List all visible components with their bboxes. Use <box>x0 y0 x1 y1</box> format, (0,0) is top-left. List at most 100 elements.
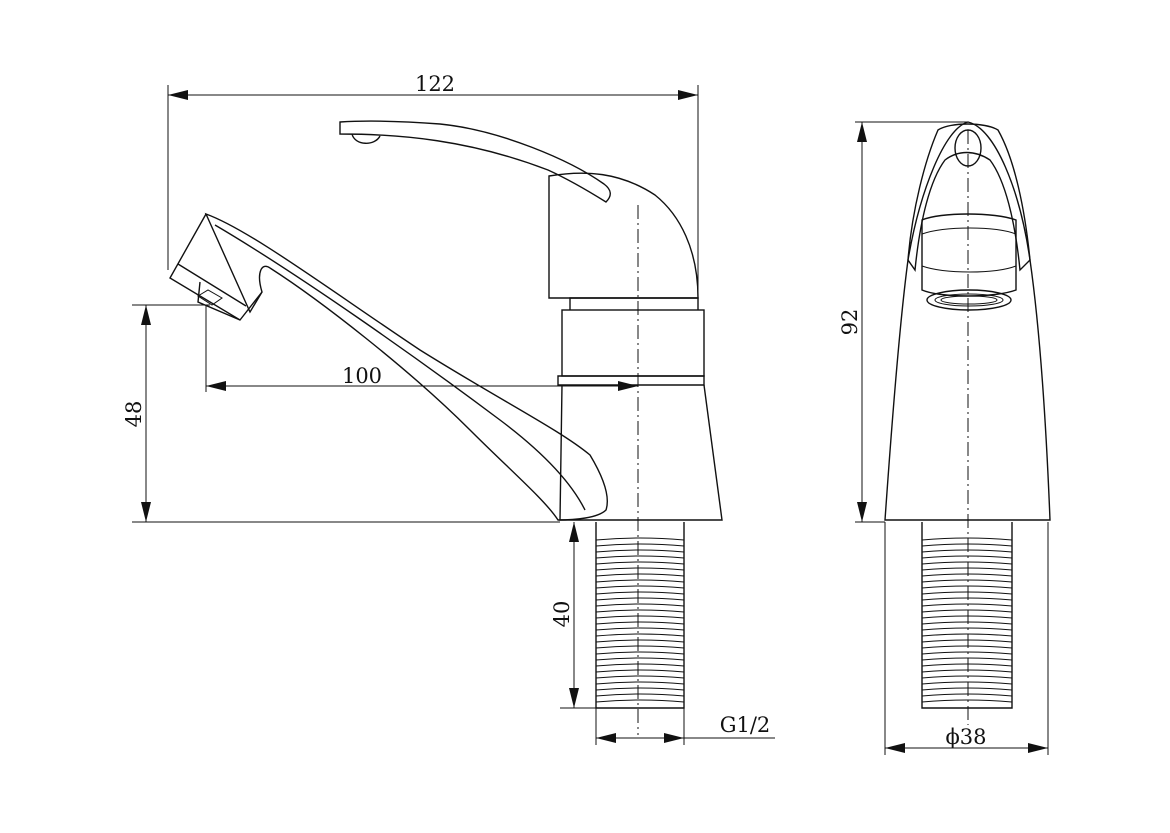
thread-line <box>921 567 1013 571</box>
side-view <box>169 120 723 735</box>
side-handle-housing <box>548 172 699 299</box>
thread-line <box>921 543 1013 547</box>
arrow-92-top <box>857 122 867 142</box>
arrow-g-left <box>596 733 616 743</box>
arrow-g-right <box>664 733 684 743</box>
thread-line <box>921 693 1013 697</box>
thread-line <box>595 567 685 571</box>
side-body <box>559 384 723 521</box>
thread-line <box>921 651 1013 655</box>
thread-line <box>595 609 685 613</box>
thread-line <box>921 681 1013 685</box>
side-shank <box>595 522 685 709</box>
front-aerator-mesh-inner <box>940 295 998 305</box>
front-thread-lines <box>921 537 1013 703</box>
thread-line <box>921 633 1013 637</box>
arrow-48-bottom <box>141 502 151 522</box>
thread-line <box>921 561 1013 565</box>
thread-line <box>595 555 685 559</box>
front-aerator-mesh <box>934 293 1004 307</box>
side-spout <box>204 212 608 521</box>
front-spout-head <box>921 213 1017 297</box>
thread-line <box>595 603 685 607</box>
thread-line <box>921 537 1013 541</box>
arrow-122-right <box>678 90 698 100</box>
front-body <box>884 121 1051 521</box>
thread-line <box>921 609 1013 613</box>
thread-line <box>595 699 685 703</box>
thread-line <box>921 579 1013 583</box>
thread-line <box>921 627 1013 631</box>
thread-line <box>595 669 685 673</box>
dim-text-overall-height: 92 <box>838 309 862 336</box>
arrow-38-left <box>885 743 905 753</box>
side-thread-lines <box>595 537 685 703</box>
thread-line <box>921 621 1013 625</box>
thread-line <box>921 669 1013 673</box>
front-view <box>884 121 1051 725</box>
side-aerator-ring <box>177 263 247 321</box>
thread-line <box>595 681 685 685</box>
thread-line <box>595 675 685 679</box>
thread-line <box>595 621 685 625</box>
side-upper-neck <box>569 297 699 310</box>
arrow-92-bottom <box>857 502 867 522</box>
dim-text-thread-length: 40 <box>550 601 574 628</box>
thread-line <box>921 603 1013 607</box>
thread-line <box>595 585 685 589</box>
side-collar <box>557 375 705 386</box>
front-aerator <box>926 289 1012 311</box>
thread-line <box>921 699 1013 703</box>
thread-line <box>595 651 685 655</box>
thread-line <box>921 675 1013 679</box>
thread-line <box>595 579 685 583</box>
arrow-100-right <box>618 381 638 391</box>
thread-line <box>595 627 685 631</box>
thread-line <box>921 639 1013 643</box>
thread-line <box>595 549 685 553</box>
arrow-48-top <box>141 305 151 325</box>
thread-line <box>595 687 685 691</box>
side-cartridge <box>561 309 705 377</box>
thread-line <box>921 597 1013 601</box>
arrow-100-left <box>206 381 226 391</box>
side-spout-inner <box>214 224 586 511</box>
thread-line <box>595 657 685 661</box>
front-shank <box>921 522 1013 709</box>
thread-line <box>595 573 685 577</box>
front-lever <box>907 123 1031 272</box>
thread-line <box>921 549 1013 553</box>
thread-line <box>921 615 1013 619</box>
thread-line <box>595 633 685 637</box>
thread-line <box>921 585 1013 589</box>
thread-line <box>921 555 1013 559</box>
side-lever-tip <box>351 133 381 144</box>
thread-line <box>921 663 1013 667</box>
arrow-122-left <box>168 90 188 100</box>
arrow-40-bottom <box>569 688 579 708</box>
thread-line <box>595 645 685 649</box>
arrow-40-top <box>569 522 579 542</box>
thread-line <box>921 645 1013 649</box>
thread-line <box>921 573 1013 577</box>
thread-line <box>595 615 685 619</box>
thread-line <box>921 591 1013 595</box>
thread-line <box>595 537 685 541</box>
front-spout-band-lower <box>921 265 1017 273</box>
side-aerator <box>169 213 263 321</box>
side-aerator-nut <box>197 289 223 306</box>
arrow-38-right <box>1028 743 1048 753</box>
thread-line <box>595 597 685 601</box>
thread-line <box>921 657 1013 661</box>
dim-text-base-diameter: ϕ38 <box>945 725 986 749</box>
thread-line <box>595 561 685 565</box>
dim-text-spout-height: 48 <box>122 401 146 428</box>
thread-line <box>921 687 1013 691</box>
side-lever <box>339 120 611 203</box>
thread-line <box>595 591 685 595</box>
dim-text-thread-size: G1/2 <box>720 713 771 737</box>
thread-line <box>595 693 685 697</box>
dim-text-spout-reach: 100 <box>342 364 382 388</box>
dimensions: 122 100 48 40 G1/2 92 <box>122 72 1049 755</box>
